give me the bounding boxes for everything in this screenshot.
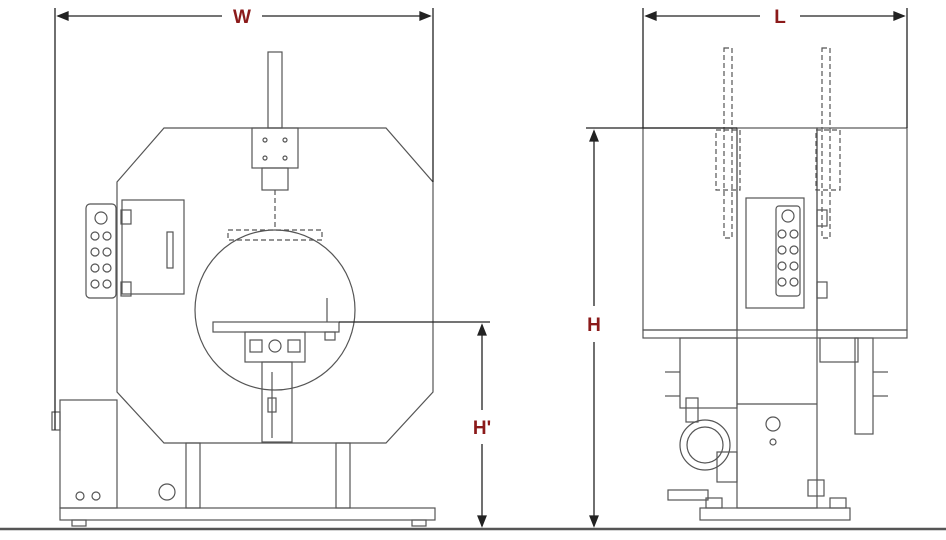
label-h: H bbox=[587, 315, 601, 336]
side-table-rail bbox=[642, 329, 908, 339]
label-h-prime: H' bbox=[473, 418, 491, 439]
front-dashed-carriage bbox=[227, 229, 323, 241]
front-view bbox=[51, 51, 436, 527]
front-base-plate bbox=[59, 507, 436, 521]
front-table-clamp bbox=[244, 331, 306, 443]
front-control-panel bbox=[85, 203, 117, 299]
dimension-lines bbox=[54, 8, 908, 528]
front-motor-box bbox=[51, 399, 176, 509]
side-view bbox=[642, 47, 908, 521]
side-base-plate bbox=[699, 507, 851, 521]
side-mechanics bbox=[665, 337, 888, 501]
side-dashed-masts bbox=[715, 47, 841, 239]
side-column bbox=[736, 127, 818, 509]
side-control-panel bbox=[745, 197, 828, 309]
front-table bbox=[212, 321, 340, 333]
front-leg-left bbox=[185, 442, 201, 509]
label-w: W bbox=[233, 7, 251, 28]
side-ring-left bbox=[642, 127, 738, 331]
front-control-door bbox=[121, 199, 185, 295]
front-octagon-frame bbox=[116, 127, 434, 444]
label-l: L bbox=[774, 7, 786, 28]
front-top-mast bbox=[267, 51, 283, 129]
front-mast-bracket bbox=[251, 127, 299, 230]
front-leg-right bbox=[335, 442, 351, 509]
front-ring-opening bbox=[194, 229, 356, 391]
